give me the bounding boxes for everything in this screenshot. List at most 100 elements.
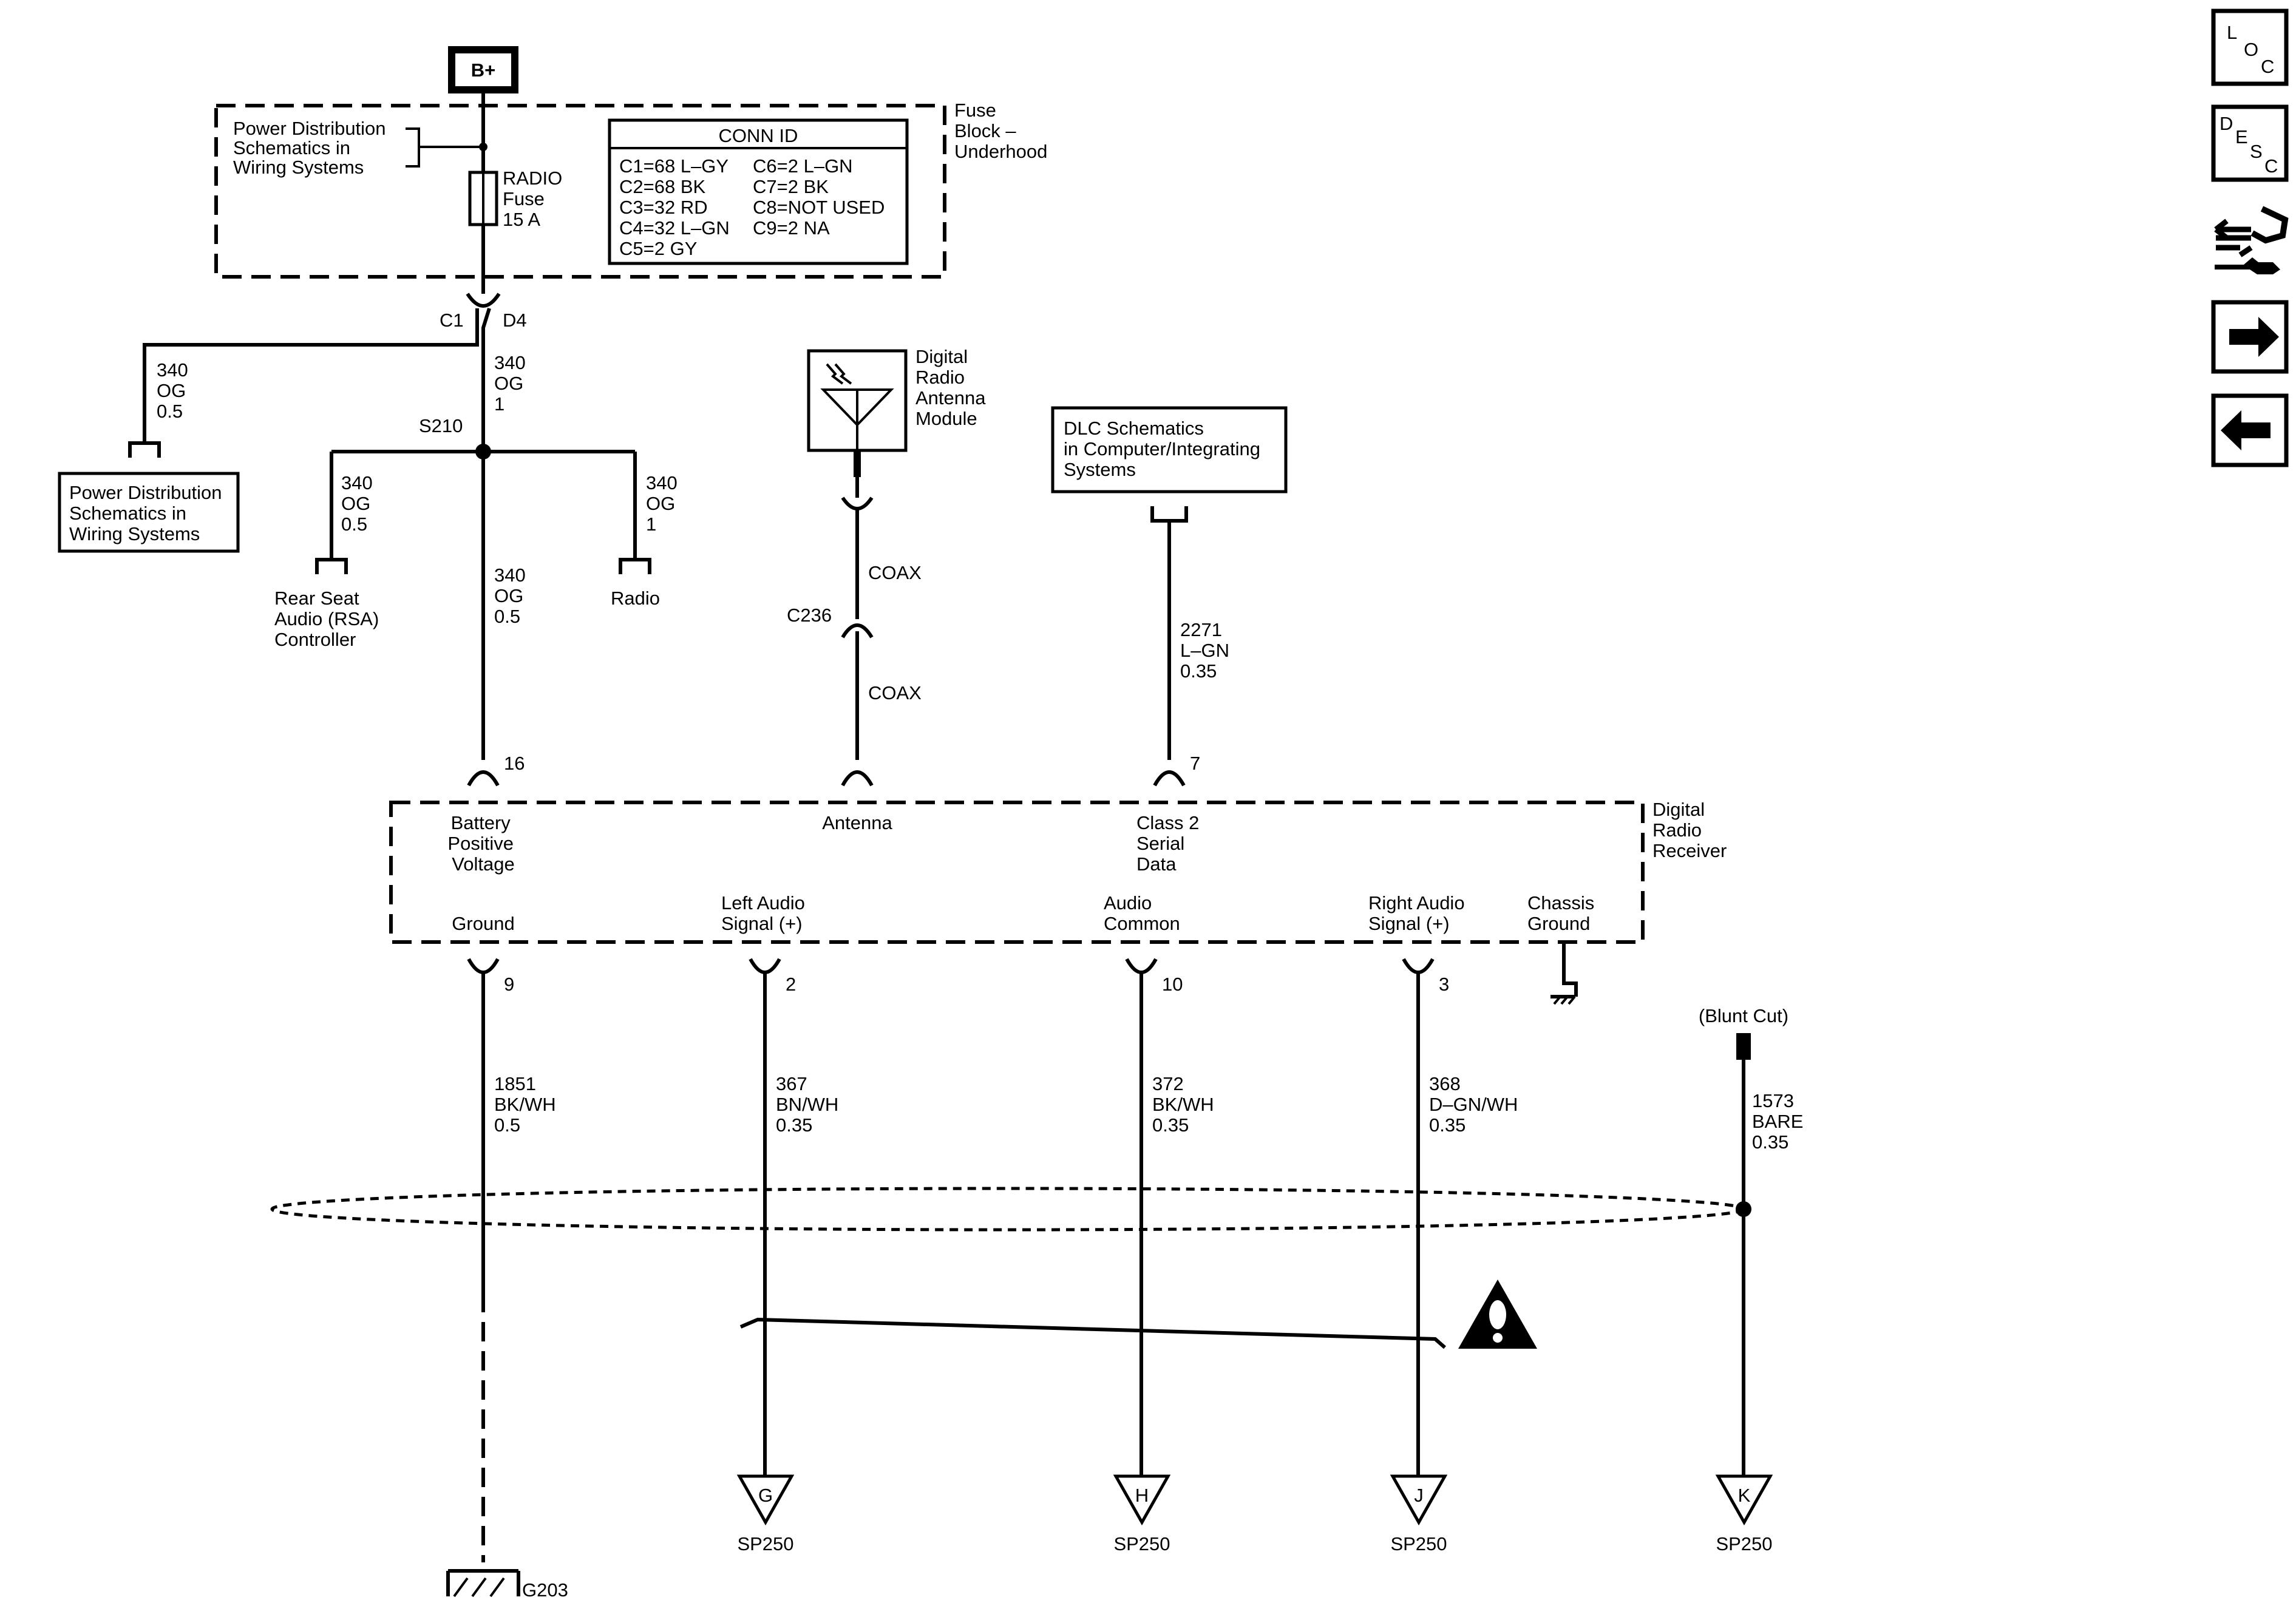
svg-text:D: D	[2220, 113, 2233, 134]
conn-id-table: CONN ID C1=68 L–GY C2=68 BK C3=32 RD C4=…	[608, 118, 909, 265]
pd-schematic-ref: Power Distribution Schematics in Wiring …	[233, 118, 391, 178]
svg-text:SP250: SP250	[737, 1533, 793, 1554]
wire-label-main-top: 340 OG 1	[494, 352, 531, 415]
svg-text:C1=68 L–GY: C1=68 L–GY	[619, 155, 729, 177]
pin-16: 16	[504, 753, 525, 774]
connector-tool-icon[interactable]	[2214, 206, 2289, 274]
shield-ellipse	[270, 1187, 1745, 1232]
svg-text:C5=2 GY: C5=2 GY	[619, 238, 697, 259]
wire-label-batt: 340 OG 0.5	[494, 564, 531, 627]
wire-340-og-left	[143, 308, 479, 443]
svg-text:E: E	[2235, 126, 2248, 147]
svg-text:C6=2 L–GN: C6=2 L–GN	[753, 155, 853, 177]
wire-label-drain: 1573 BARE 0.35	[1752, 1090, 1809, 1153]
svg-text:Antenna: Antenna	[915, 387, 986, 408]
svg-text:C2=68 BK: C2=68 BK	[619, 176, 706, 197]
previous-arrow-button[interactable]	[2211, 393, 2289, 467]
wire-label-dlc: 2271 L–GN 0.35	[1180, 619, 1235, 682]
wire-label-left-audio: 367 BN/WH 0.35	[776, 1073, 844, 1136]
radio-fuse: RADIO Fuse 15 A	[468, 147, 562, 294]
bplus-source: B+	[448, 46, 518, 146]
svg-text:L: L	[2227, 22, 2237, 43]
twisted-pair-line	[739, 1317, 1446, 1349]
wire-340-og-main	[481, 308, 491, 760]
splice-g: G SP250	[736, 1474, 795, 1554]
wire-label-rsa: 340 OG 0.5	[341, 472, 378, 535]
blunt-cut-label: (Blunt Cut)	[1699, 1005, 1788, 1026]
svg-text:C9=2 NA: C9=2 NA	[753, 217, 830, 239]
antenna-label: Antenna	[822, 812, 892, 833]
svg-text:SP250: SP250	[1390, 1533, 1447, 1554]
svg-text:CONN ID: CONN ID	[719, 125, 798, 146]
pin-2: 2	[786, 974, 796, 995]
fuse-block-label: Fuse Block – Underhood	[954, 100, 1047, 162]
svg-text:C7=2 BK: C7=2 BK	[753, 176, 829, 197]
splice-k: K SP250	[1715, 1474, 1773, 1554]
svg-text:C1: C1	[440, 310, 464, 331]
svg-text:C8=NOT USED: C8=NOT USED	[753, 197, 885, 218]
connector-c1-d4: C1 D4	[440, 293, 527, 331]
chassis-ground-icon	[1550, 942, 1578, 1005]
pin-3: 3	[1439, 974, 1449, 995]
ground-g203-icon: G203	[446, 1569, 568, 1601]
svg-text:Digital: Digital	[915, 346, 968, 367]
wire-label-left: 340 OG 0.5	[157, 359, 193, 422]
antenna-module: Digital Radio Antenna Module	[807, 346, 986, 452]
svg-text:Module: Module	[915, 408, 977, 429]
wire-label-right-audio: 368 D–GN/WH 0.35	[1429, 1073, 1523, 1136]
svg-text:C3=32 RD: C3=32 RD	[619, 197, 708, 218]
chassis-ground-label: Chassis Ground	[1527, 892, 1600, 934]
svg-text:Fuse: Fuse	[503, 188, 545, 209]
wire-label-ground: 1851 BK/WH 0.5	[494, 1073, 561, 1136]
svg-text:D4: D4	[503, 310, 527, 331]
digital-radio-receiver	[389, 801, 1645, 944]
svg-text:RADIO: RADIO	[503, 168, 562, 189]
caution-icon	[1458, 1280, 1537, 1349]
wire-label-audio-common: 372 BK/WH 0.35	[1152, 1073, 1219, 1136]
coax-label-lower: COAX	[868, 682, 922, 703]
svg-text:C4=32 L–GN: C4=32 L–GN	[619, 217, 730, 239]
pin-10: 10	[1162, 974, 1183, 995]
svg-text:O: O	[2244, 39, 2258, 60]
radio-label: Radio	[611, 588, 660, 609]
class2-label: Class 2 Serial Data	[1136, 812, 1204, 875]
desc-button[interactable]: D E S C	[2211, 104, 2289, 182]
blunt-cut-end	[1736, 1033, 1751, 1060]
svg-text:G: G	[758, 1485, 773, 1506]
splice-s210: S210	[331, 415, 635, 459]
svg-text:C: C	[2264, 155, 2278, 177]
svg-text:15 A: 15 A	[503, 209, 540, 230]
svg-text:SP250: SP250	[1113, 1533, 1170, 1554]
svg-text:Radio: Radio	[915, 367, 965, 388]
battery-positive-label: Battery Positive Voltage	[447, 812, 518, 875]
coax-label-upper: COAX	[868, 562, 922, 583]
connector-c236: C236	[787, 605, 874, 639]
next-arrow-button[interactable]	[2211, 300, 2289, 374]
svg-text:H: H	[1135, 1485, 1149, 1506]
fuse-block-underhood	[214, 104, 946, 279]
svg-text:G203: G203	[522, 1579, 568, 1601]
svg-text:C236: C236	[787, 605, 832, 626]
svg-text:S210: S210	[419, 415, 463, 436]
splice-j: J SP250	[1390, 1474, 1448, 1554]
wire-label-radio: 340 OG 1	[646, 472, 682, 535]
svg-text:B+: B+	[471, 59, 496, 81]
svg-text:C: C	[2261, 56, 2274, 77]
right-audio-label: Right Audio Signal (+)	[1368, 892, 1470, 934]
svg-text:K: K	[1738, 1485, 1751, 1506]
dlc-box-text: DLC Schematics in Computer/Integrating S…	[1064, 418, 1266, 480]
rsa-controller-label: Rear Seat Audio (RSA) Controller	[274, 588, 384, 650]
left-audio-label: Left Audio Signal (+)	[721, 892, 810, 934]
pd-box	[58, 472, 240, 553]
receiver-label: Digital Radio Receiver	[1652, 799, 1727, 861]
loc-button[interactable]: L O C	[2211, 8, 2289, 86]
ground-label: Ground	[452, 913, 514, 934]
svg-text:SP250: SP250	[1716, 1533, 1772, 1554]
audio-common-label: Audio Common	[1104, 892, 1180, 934]
splice-h: H SP250	[1113, 1474, 1171, 1554]
pin-7: 7	[1190, 753, 1200, 774]
pd-box-text: Power Distribution Schematics in Wiring …	[69, 482, 227, 544]
pin-9: 9	[504, 974, 514, 995]
svg-text:J: J	[1414, 1485, 1424, 1506]
